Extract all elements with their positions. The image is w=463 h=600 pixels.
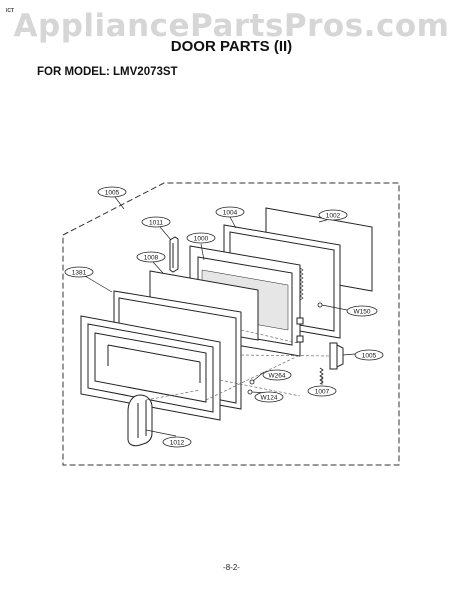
callout-1000-label: 1000 bbox=[194, 236, 209, 243]
callout-1005-right-label: 1005 bbox=[362, 353, 377, 360]
part-1381-outer-door bbox=[80, 290, 242, 421]
page-title: DOOR PARTS (II) bbox=[170, 38, 293, 55]
assembly-boundary bbox=[62, 182, 400, 466]
screws bbox=[247, 302, 323, 395]
callout-1004-label: 1004 bbox=[223, 210, 238, 217]
callout-1381: 1381 bbox=[64, 266, 94, 278]
page-number: -8-2- bbox=[223, 563, 240, 572]
part-1007-spring bbox=[319, 367, 324, 385]
callout-1005-top: 1005 bbox=[97, 186, 127, 198]
part-1011-hook bbox=[169, 236, 179, 273]
callout-1012: 1012 bbox=[162, 436, 192, 448]
model-label: FOR MODEL: LMV2073ST bbox=[37, 66, 178, 78]
callout-W150: W150 bbox=[346, 305, 378, 317]
corner-mark: ICT bbox=[6, 8, 15, 14]
callout-1011-label: 1011 bbox=[149, 220, 163, 227]
callout-W124: W124 bbox=[254, 391, 284, 403]
part-1012-handle bbox=[127, 394, 153, 447]
callout-1005-right: 1005 bbox=[354, 349, 384, 361]
callout-1002: 1002 bbox=[318, 209, 348, 221]
callout-1381-label: 1381 bbox=[72, 270, 87, 277]
callout-W150-label: W150 bbox=[354, 309, 371, 316]
callout-1008: 1008 bbox=[136, 251, 166, 263]
callout-1002-label: 1002 bbox=[326, 213, 341, 220]
callout-W264-label: W264 bbox=[269, 373, 286, 380]
callout-1005-top-label: 1005 bbox=[105, 190, 120, 197]
callout-W124-label: W124 bbox=[261, 395, 278, 402]
callout-1000: 1000 bbox=[186, 232, 216, 244]
callout-1004: 1004 bbox=[215, 206, 245, 218]
assembly-guides bbox=[145, 329, 331, 401]
callout-1007: 1007 bbox=[307, 385, 337, 397]
callout-1007-label: 1007 bbox=[315, 389, 330, 396]
callout-W264: W264 bbox=[262, 369, 292, 381]
watermark-text: AppliancePartsPros.com bbox=[13, 8, 450, 44]
callout-1011: 1011 bbox=[141, 216, 171, 228]
leader-lines bbox=[84, 196, 356, 437]
part-1005-latch bbox=[329, 342, 344, 370]
callout-1008-label: 1008 bbox=[144, 255, 159, 262]
callout-1012-label: 1012 bbox=[170, 440, 185, 447]
